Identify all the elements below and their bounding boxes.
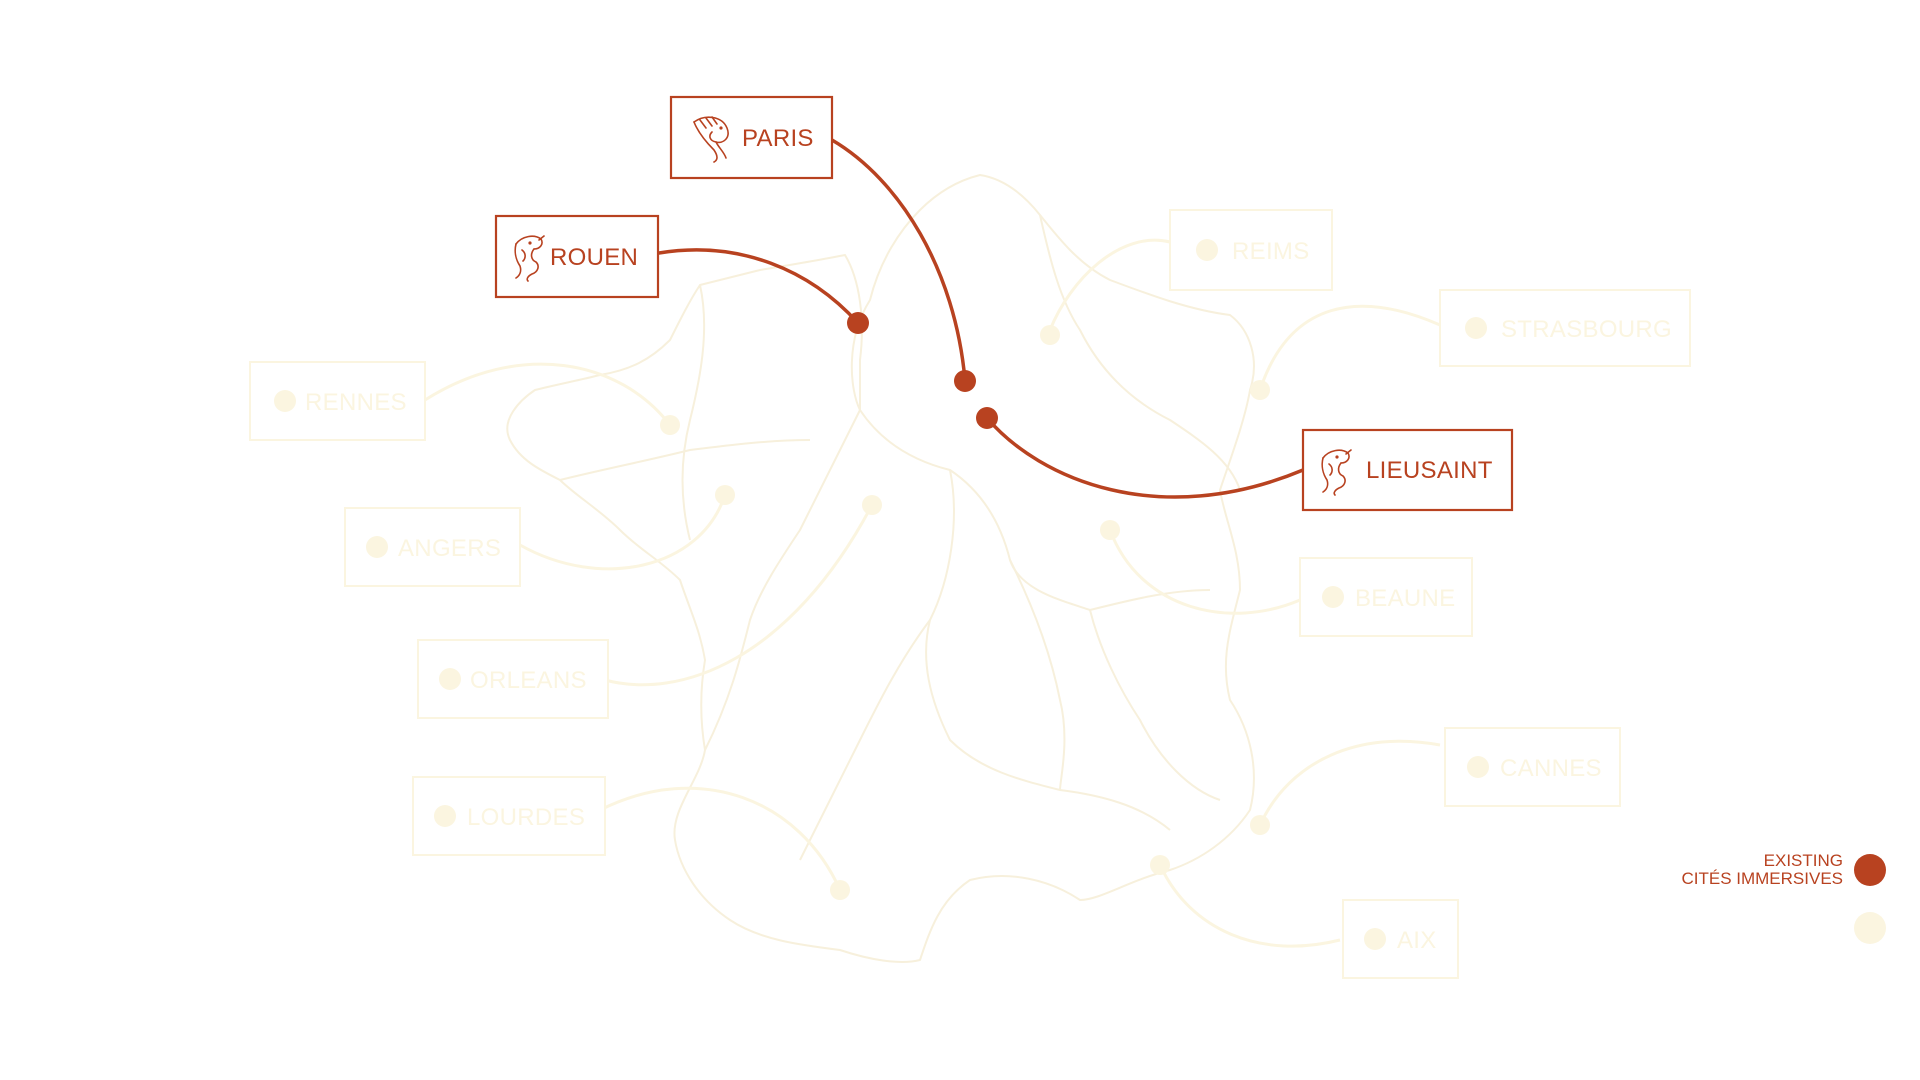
city-label-rennes[interactable]: RENNES xyxy=(249,361,426,441)
city-label-lourdes[interactable]: LOURDES xyxy=(412,776,606,856)
city-label-cannes[interactable]: CANNES xyxy=(1444,727,1621,807)
emblem-icon xyxy=(274,390,296,412)
city-name: AIX xyxy=(1397,927,1437,954)
city-name: REIMS xyxy=(1232,238,1310,265)
emblem-icon xyxy=(1465,317,1487,339)
city-name-lieusaint: LIEUSAINT xyxy=(1366,457,1493,484)
connector-rouen xyxy=(657,248,860,325)
emblem-icon xyxy=(1322,586,1344,608)
emblem-icon xyxy=(366,536,388,558)
upcoming-connectors xyxy=(424,238,1441,948)
city-label-orleans[interactable]: ORLEANS xyxy=(417,639,609,719)
city-label-aix[interactable]: AIX xyxy=(1342,899,1459,979)
upcoming-dot xyxy=(715,485,735,505)
upcoming-dot xyxy=(1250,380,1270,400)
city-name: CANNES xyxy=(1500,755,1602,782)
upcoming-labels: REIMS STRASBOURG RENNES ANGERS BEAUNE OR… xyxy=(249,209,1691,979)
city-dot-paris[interactable] xyxy=(954,370,976,392)
city-label-lieusaint[interactable]: LIEUSAINT xyxy=(1301,428,1514,512)
city-label-rouen[interactable]: ROUEN xyxy=(494,214,660,299)
city-label-beaune[interactable]: BEAUNE xyxy=(1299,557,1473,637)
city-label-angers[interactable]: ANGERS xyxy=(344,507,521,587)
upcoming-dot xyxy=(1150,855,1170,875)
existing-connectors xyxy=(657,138,1305,499)
france-map-outline xyxy=(506,174,1255,963)
upcoming-dot xyxy=(1250,815,1270,835)
eagle-head-icon xyxy=(693,116,729,163)
city-name-rouen: ROUEN xyxy=(550,244,638,271)
connector-paris xyxy=(830,138,967,382)
city-name: ORLEANS xyxy=(470,667,587,694)
emblem-icon xyxy=(1196,239,1218,261)
city-label-reims[interactable]: REIMS xyxy=(1169,209,1333,291)
emblem-icon xyxy=(439,668,461,690)
connector-lieusaint xyxy=(985,416,1305,499)
city-dot-rouen[interactable] xyxy=(847,312,869,334)
city-name: ANGERS xyxy=(398,535,501,562)
upcoming-dot xyxy=(660,415,680,435)
city-name: LOURDES xyxy=(467,804,585,831)
upcoming-dot xyxy=(1040,325,1060,345)
dragon-head-icon xyxy=(514,235,545,282)
city-label-strasbourg[interactable]: STRASBOURG xyxy=(1439,289,1691,367)
city-dot-lieusaint[interactable] xyxy=(976,407,998,429)
upcoming-dot xyxy=(1100,520,1120,540)
city-label-paris[interactable]: PARIS xyxy=(669,95,834,180)
upcoming-dots xyxy=(660,325,1270,900)
emblem-icon xyxy=(1364,928,1386,950)
map-legend: EXISTING CITÉS IMMERSIVES xyxy=(1681,851,1886,944)
city-name: STRASBOURG xyxy=(1501,316,1672,343)
legend-upcoming-dot xyxy=(1854,912,1886,944)
legend-existing-dot xyxy=(1854,854,1886,886)
emblem-icon xyxy=(434,805,456,827)
legend-existing-line1: EXISTING xyxy=(1764,851,1843,870)
dragon-head-icon xyxy=(1321,449,1352,496)
city-name-paris: PARIS xyxy=(742,125,814,152)
upcoming-dot xyxy=(862,495,882,515)
emblem-icon xyxy=(1467,756,1489,778)
city-name: BEAUNE xyxy=(1355,585,1456,612)
existing-dots xyxy=(847,312,998,429)
legend-existing-line2: CITÉS IMMERSIVES xyxy=(1681,869,1843,888)
upcoming-dot xyxy=(830,880,850,900)
city-name: RENNES xyxy=(305,389,407,416)
